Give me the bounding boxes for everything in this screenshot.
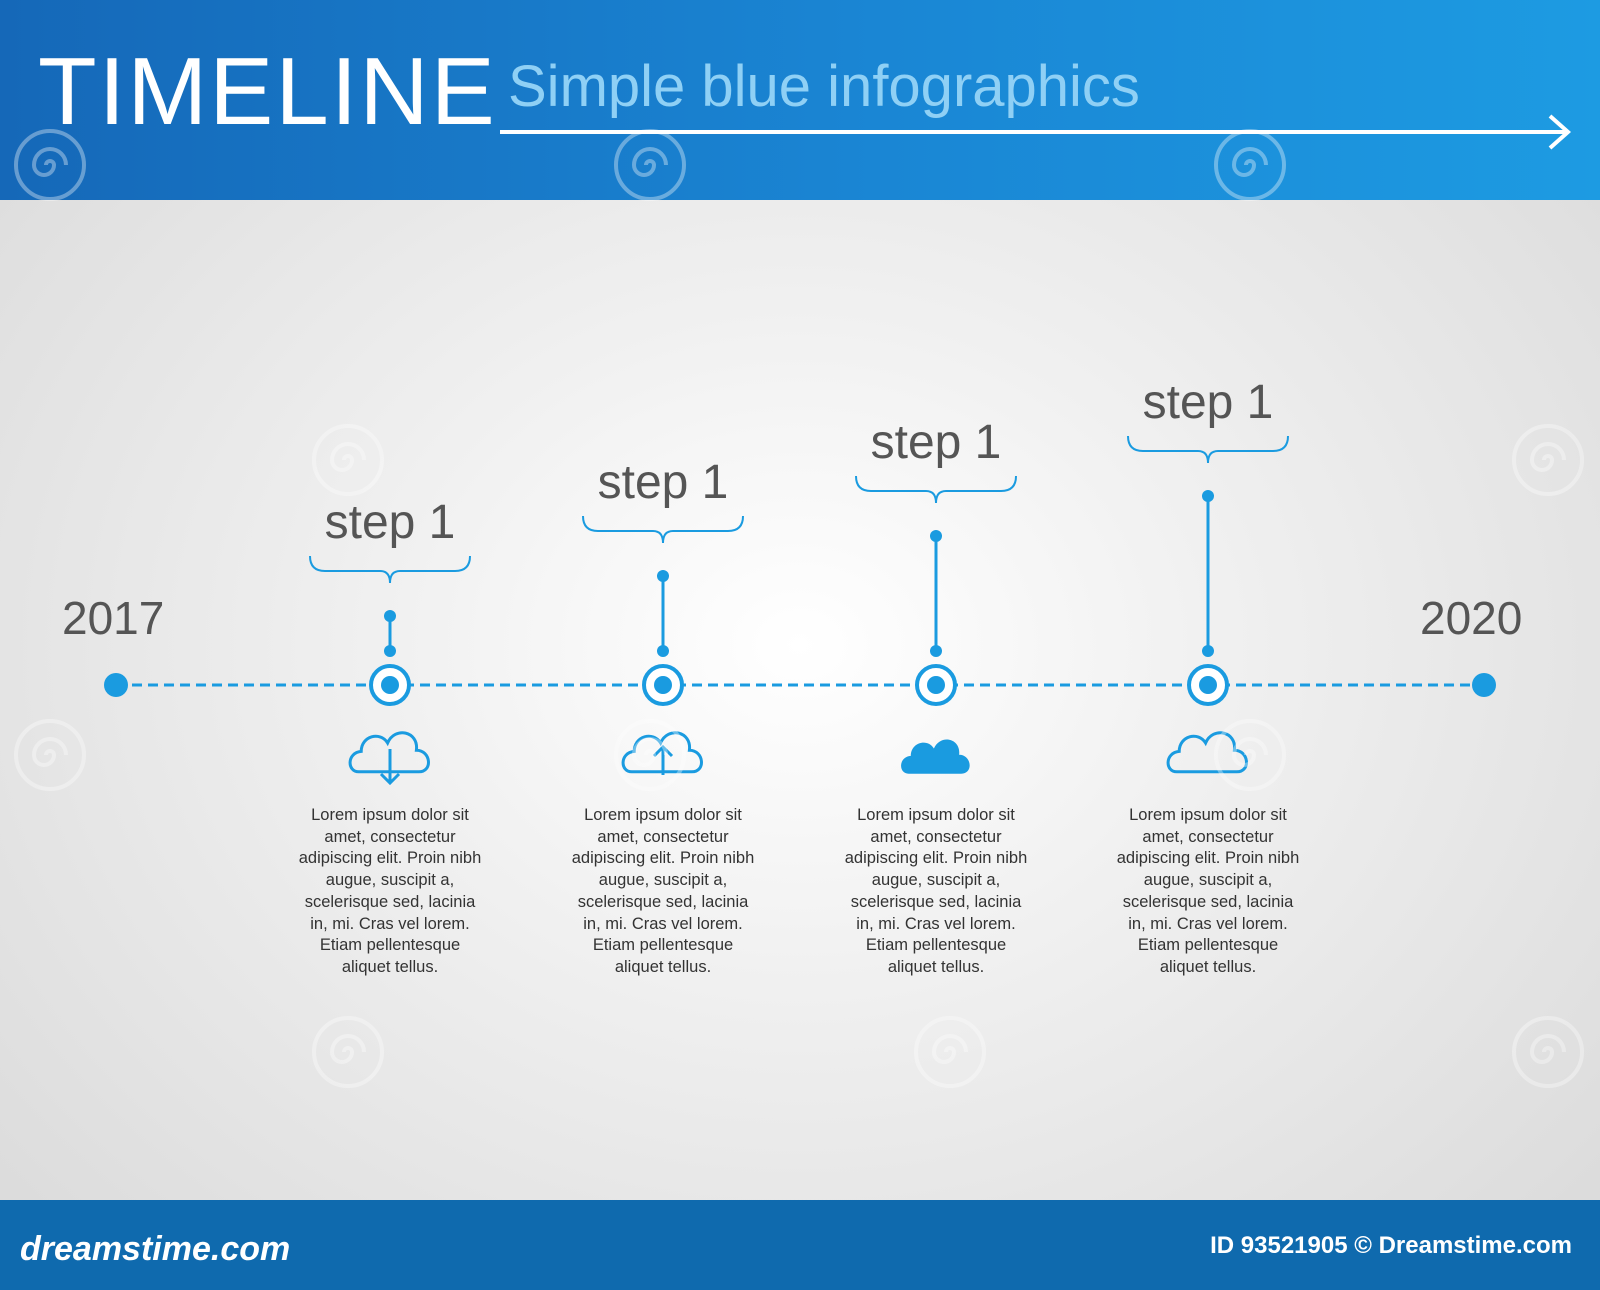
footer-logo: dreamstime.com bbox=[20, 1230, 291, 1268]
description-line: Etiam pellentesque bbox=[319, 936, 461, 955]
description-line: in, mi. Cras vel lorem. bbox=[1128, 914, 1288, 933]
description-line: scelerisque sed, lacinia bbox=[1122, 892, 1294, 911]
description-line: aliquet tellus. bbox=[341, 957, 439, 976]
description-line: Lorem ipsum dolor sit bbox=[311, 806, 469, 824]
cloud-outline-icon bbox=[1166, 731, 1248, 774]
step-bracket bbox=[1127, 435, 1289, 464]
timeline-step-1 bbox=[309, 555, 471, 786]
watermark-spiral-icon bbox=[1512, 1016, 1584, 1088]
step-label: step 1 bbox=[324, 496, 456, 549]
description-line: Lorem ipsum dolor sit bbox=[584, 806, 742, 824]
description-line: augue, suscipit a, bbox=[325, 871, 455, 890]
stem-bottom-dot bbox=[930, 645, 942, 657]
step-description: Lorem ipsum dolor sit amet, consectetur ad… bbox=[826, 805, 1046, 979]
timeline-step-4 bbox=[1127, 435, 1289, 774]
watermark-spiral-icon bbox=[312, 1016, 384, 1088]
description-line: adipiscing elit. Proin nibh bbox=[844, 849, 1028, 868]
watermark-spiral-icon bbox=[312, 424, 384, 496]
step-bracket bbox=[309, 555, 471, 584]
watermark-spiral-icon bbox=[1512, 424, 1584, 496]
timeline-step-3 bbox=[855, 475, 1017, 774]
description-line: in, mi. Cras vel lorem. bbox=[583, 914, 743, 933]
description-line: Etiam pellentesque bbox=[592, 936, 734, 955]
watermark-spiral-icon bbox=[614, 129, 686, 201]
cloud-download-icon bbox=[348, 731, 430, 786]
description-line: Etiam pellentesque bbox=[865, 936, 1007, 955]
step-bracket bbox=[855, 475, 1017, 504]
stem-bottom-dot bbox=[384, 645, 396, 657]
watermark-spiral-icon bbox=[914, 1016, 986, 1088]
description-line: adipiscing elit. Proin nibh bbox=[1116, 849, 1300, 868]
description-line: amet, consectetur bbox=[324, 827, 456, 846]
start-year-label: 2017 bbox=[62, 592, 165, 644]
description-line: adipiscing elit. Proin nibh bbox=[571, 849, 755, 868]
step-description: Lorem ipsum dolor sit amet, consectetur ad… bbox=[1098, 805, 1318, 979]
description-line: aliquet tellus. bbox=[1159, 957, 1257, 976]
watermark-spiral-icon bbox=[1214, 719, 1286, 791]
step-node-center bbox=[654, 676, 672, 694]
step-label: step 1 bbox=[870, 416, 1002, 469]
timeline-end-dot bbox=[1472, 673, 1496, 697]
description-line: augue, suscipit a, bbox=[871, 871, 1001, 890]
description-line: aliquet tellus. bbox=[887, 957, 985, 976]
description-line: amet, consectetur bbox=[870, 827, 1002, 846]
watermark-spiral-icon bbox=[614, 719, 686, 791]
step-node-center bbox=[381, 676, 399, 694]
end-year-label: 2020 bbox=[1420, 592, 1523, 644]
timeline-step-2 bbox=[582, 515, 744, 775]
description-line: Etiam pellentesque bbox=[1137, 936, 1279, 955]
watermark-spiral-icon bbox=[14, 129, 86, 201]
description-line: aliquet tellus. bbox=[614, 957, 712, 976]
stem-bottom-dot bbox=[1202, 645, 1214, 657]
description-line: Lorem ipsum dolor sit bbox=[1129, 806, 1287, 824]
step-description: Lorem ipsum dolor sit amet, consectetur ad… bbox=[280, 805, 500, 979]
description-line: amet, consectetur bbox=[1142, 827, 1274, 846]
timeline-area: 2017 2020 step 1 Lorem ipsum dolor sit ame… bbox=[0, 200, 1600, 1200]
description-line: scelerisque sed, lacinia bbox=[577, 892, 749, 911]
watermark-spiral-icon bbox=[14, 719, 86, 791]
description-line: augue, suscipit a, bbox=[598, 871, 728, 890]
step-label: step 1 bbox=[597, 456, 729, 509]
timeline-start-dot bbox=[104, 673, 128, 697]
page-title: TIMELINE bbox=[38, 38, 497, 145]
timeline-graphic bbox=[104, 435, 1496, 786]
watermark-spiral-icon bbox=[1214, 129, 1286, 201]
step-node-center bbox=[1199, 676, 1217, 694]
description-line: scelerisque sed, lacinia bbox=[850, 892, 1022, 911]
cloud-upload-icon bbox=[621, 731, 703, 775]
page-subtitle: Simple blue infographics bbox=[508, 54, 1140, 119]
description-line: scelerisque sed, lacinia bbox=[304, 892, 476, 911]
header-banner: TIMELINE Simple blue infographics bbox=[0, 0, 1600, 200]
step-label: step 1 bbox=[1142, 376, 1274, 429]
header-arrow bbox=[500, 114, 1572, 150]
stem-bottom-dot bbox=[657, 645, 669, 657]
description-line: augue, suscipit a, bbox=[1143, 871, 1273, 890]
cloud-filled-icon bbox=[901, 739, 970, 774]
description-line: adipiscing elit. Proin nibh bbox=[298, 849, 482, 868]
description-line: in, mi. Cras vel lorem. bbox=[856, 914, 1016, 933]
footer-bar: dreamstime.com ID 93521905 © Dreamstime.… bbox=[0, 1200, 1600, 1290]
description-line: in, mi. Cras vel lorem. bbox=[310, 914, 470, 933]
footer-image-id: ID 93521905 © Dreamstime.com bbox=[1210, 1232, 1572, 1259]
step-description: Lorem ipsum dolor sit amet, consectetur ad… bbox=[553, 805, 773, 979]
step-bracket bbox=[582, 515, 744, 544]
description-line: amet, consectetur bbox=[597, 827, 729, 846]
step-node-center bbox=[927, 676, 945, 694]
description-line: Lorem ipsum dolor sit bbox=[857, 806, 1015, 824]
